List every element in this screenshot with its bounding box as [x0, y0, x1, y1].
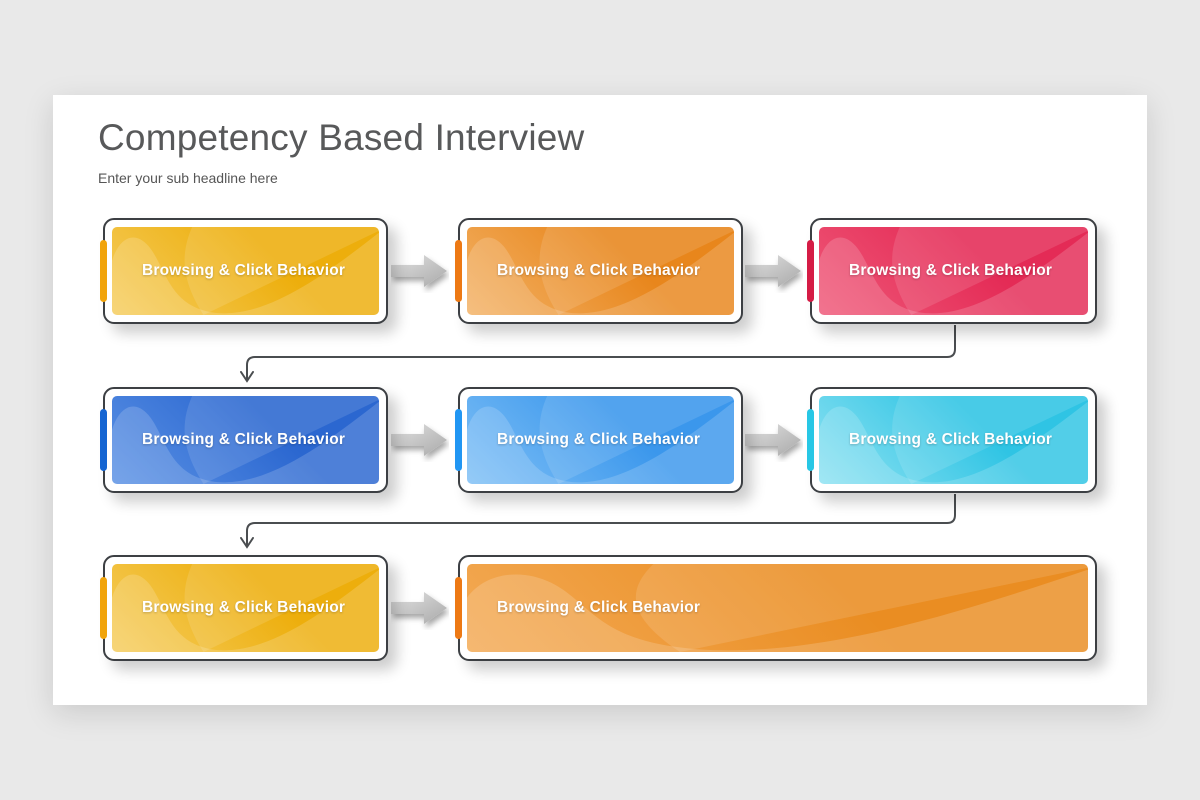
step-accent-tab — [100, 577, 107, 639]
step-accent-tab — [100, 240, 107, 302]
flow-step-label: Browsing & Click Behavior — [497, 599, 701, 616]
flow-step-gradient: Browsing & Click Behavior — [467, 564, 1088, 652]
flow-step-gradient: Browsing & Click Behavior — [819, 227, 1088, 315]
flow-step-box[interactable]: Browsing & Click Behavior — [455, 555, 1097, 661]
gloss-wave-decoration — [467, 564, 1088, 652]
step-accent-tab — [455, 240, 462, 302]
flow-step-gradient: Browsing & Click Behavior — [112, 396, 379, 484]
flow-step-label: Browsing & Click Behavior — [142, 262, 346, 279]
flow-step-box[interactable]: Browsing & Click Behavior — [100, 555, 388, 661]
flow-step-gradient: Browsing & Click Behavior — [112, 564, 379, 652]
flow-step-box[interactable]: Browsing & Click Behavior — [807, 387, 1097, 493]
flow-step-box[interactable]: Browsing & Click Behavior — [100, 218, 388, 324]
flow-step-gradient: Browsing & Click Behavior — [112, 227, 379, 315]
flow-step-box[interactable]: Browsing & Click Behavior — [807, 218, 1097, 324]
step-accent-tab — [807, 409, 814, 471]
step-accent-tab — [807, 240, 814, 302]
gloss-wave-decoration — [112, 227, 379, 315]
flow-step-box[interactable]: Browsing & Click Behavior — [455, 218, 743, 324]
slide-canvas: Competency Based Interview Enter your su… — [53, 95, 1147, 705]
gloss-wave-decoration — [112, 396, 379, 484]
flow-step-label: Browsing & Click Behavior — [142, 431, 346, 448]
gloss-wave-decoration — [819, 227, 1088, 315]
step-accent-tab — [100, 409, 107, 471]
flow-step-label: Browsing & Click Behavior — [497, 431, 701, 448]
flow-steps-layer: Browsing & Click Behavior Browsing & Cli… — [53, 95, 1147, 705]
flow-step-box[interactable]: Browsing & Click Behavior — [100, 387, 388, 493]
flow-step-label: Browsing & Click Behavior — [849, 262, 1053, 279]
gloss-wave-decoration — [467, 227, 734, 315]
flow-arrow-icon — [745, 424, 801, 456]
flow-step-gradient: Browsing & Click Behavior — [467, 396, 734, 484]
flow-arrow-icon — [745, 255, 801, 287]
gloss-wave-decoration — [112, 564, 379, 652]
flow-step-label: Browsing & Click Behavior — [142, 599, 346, 616]
step-accent-tab — [455, 409, 462, 471]
flow-arrow-icon — [391, 592, 447, 624]
gloss-wave-decoration — [467, 396, 734, 484]
flow-step-gradient: Browsing & Click Behavior — [467, 227, 734, 315]
flow-arrow-icon — [391, 255, 447, 287]
step-accent-tab — [455, 577, 462, 639]
slide-subtitle[interactable]: Enter your sub headline here — [98, 170, 278, 186]
gloss-wave-decoration — [819, 396, 1088, 484]
slide-title[interactable]: Competency Based Interview — [98, 117, 585, 158]
flow-step-gradient: Browsing & Click Behavior — [819, 396, 1088, 484]
flow-step-box[interactable]: Browsing & Click Behavior — [455, 387, 743, 493]
flow-step-label: Browsing & Click Behavior — [497, 262, 701, 279]
flow-step-label: Browsing & Click Behavior — [849, 431, 1053, 448]
flow-arrow-icon — [391, 424, 447, 456]
